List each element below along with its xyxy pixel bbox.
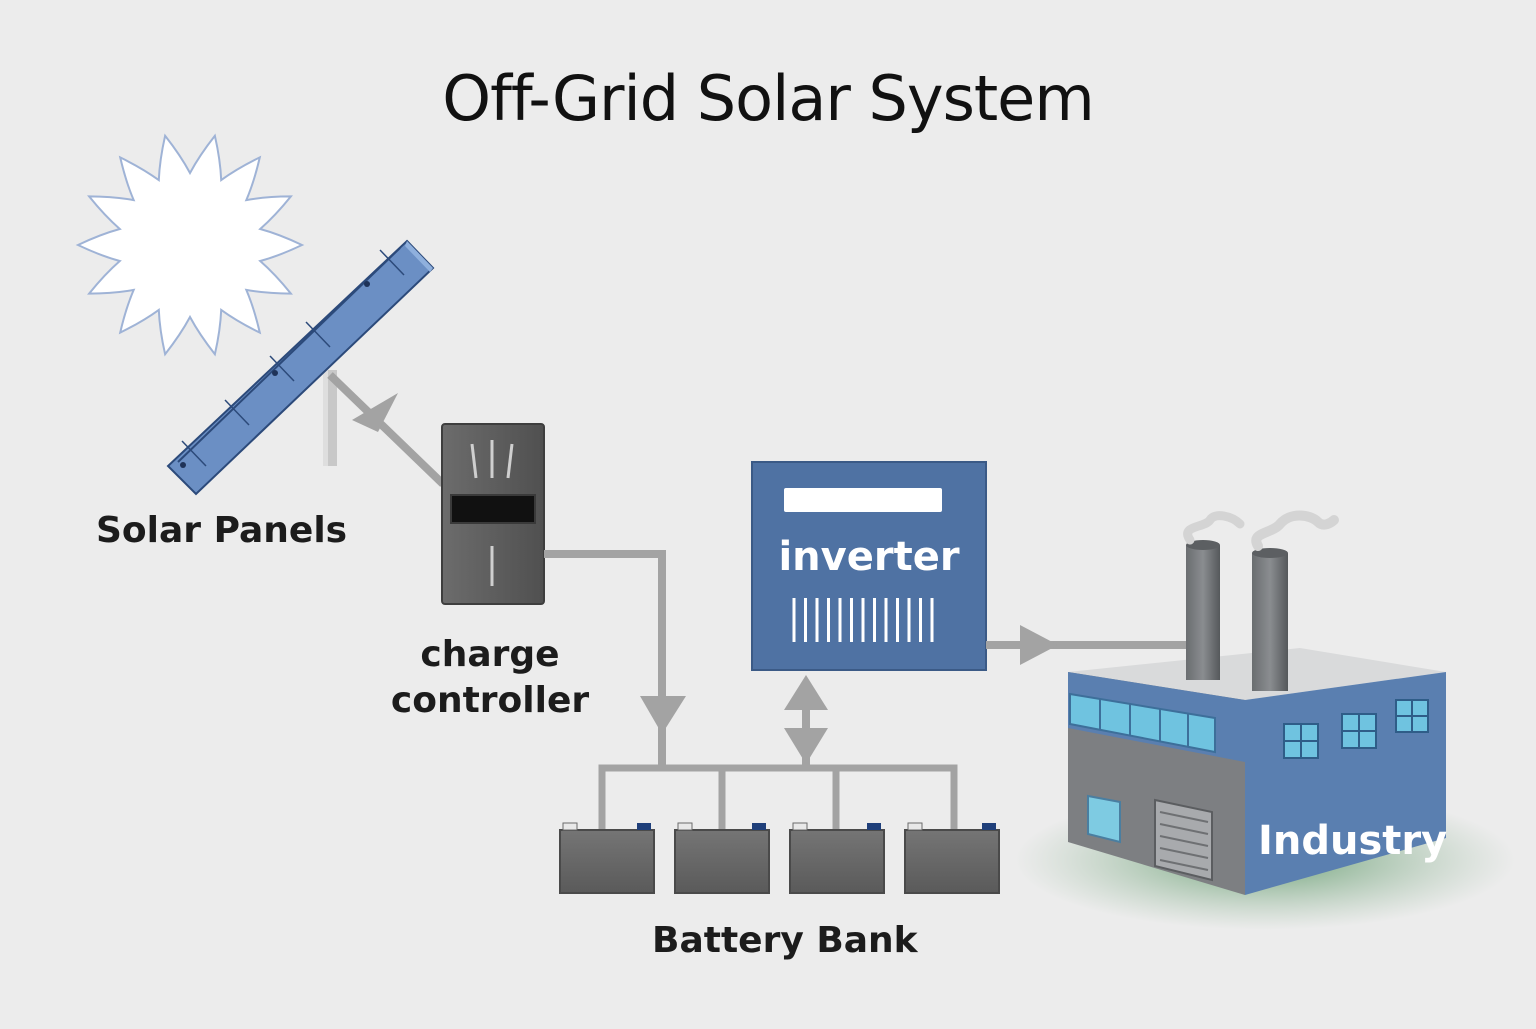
factory-icon bbox=[1015, 510, 1515, 930]
charge-controller-label-line1: charge bbox=[420, 634, 560, 675]
solar-panels-label: Solar Panels bbox=[96, 510, 348, 551]
inverter-label: inverter bbox=[778, 534, 960, 580]
flow-controller-to-battery bbox=[544, 550, 686, 768]
flow-panel-to-controller bbox=[327, 372, 446, 487]
charge-controller-icon bbox=[441, 423, 545, 605]
battery-icon bbox=[904, 822, 1000, 894]
battery-icon bbox=[789, 822, 885, 894]
charge-controller-label-line2: controller bbox=[390, 680, 590, 721]
battery-icon bbox=[559, 822, 655, 894]
sun-icon bbox=[75, 133, 305, 357]
charge-controller-label: charge controller bbox=[380, 632, 600, 724]
industry-label: Industry bbox=[1258, 818, 1448, 864]
page-title: Off-Grid Solar System bbox=[442, 62, 1094, 135]
battery-bus bbox=[598, 764, 958, 830]
flow-battery-inverter bbox=[784, 675, 828, 768]
inverter-vents bbox=[792, 598, 934, 642]
battery-bank-label: Battery Bank bbox=[652, 920, 918, 961]
battery-bank bbox=[559, 822, 1000, 894]
panel-stand bbox=[323, 370, 337, 466]
inverter-icon bbox=[751, 461, 987, 671]
flow-inverter-to-industry bbox=[986, 625, 1190, 665]
sun-shape bbox=[75, 133, 305, 357]
battery-icon bbox=[674, 822, 770, 894]
solar-panel-icon bbox=[166, 239, 435, 496]
